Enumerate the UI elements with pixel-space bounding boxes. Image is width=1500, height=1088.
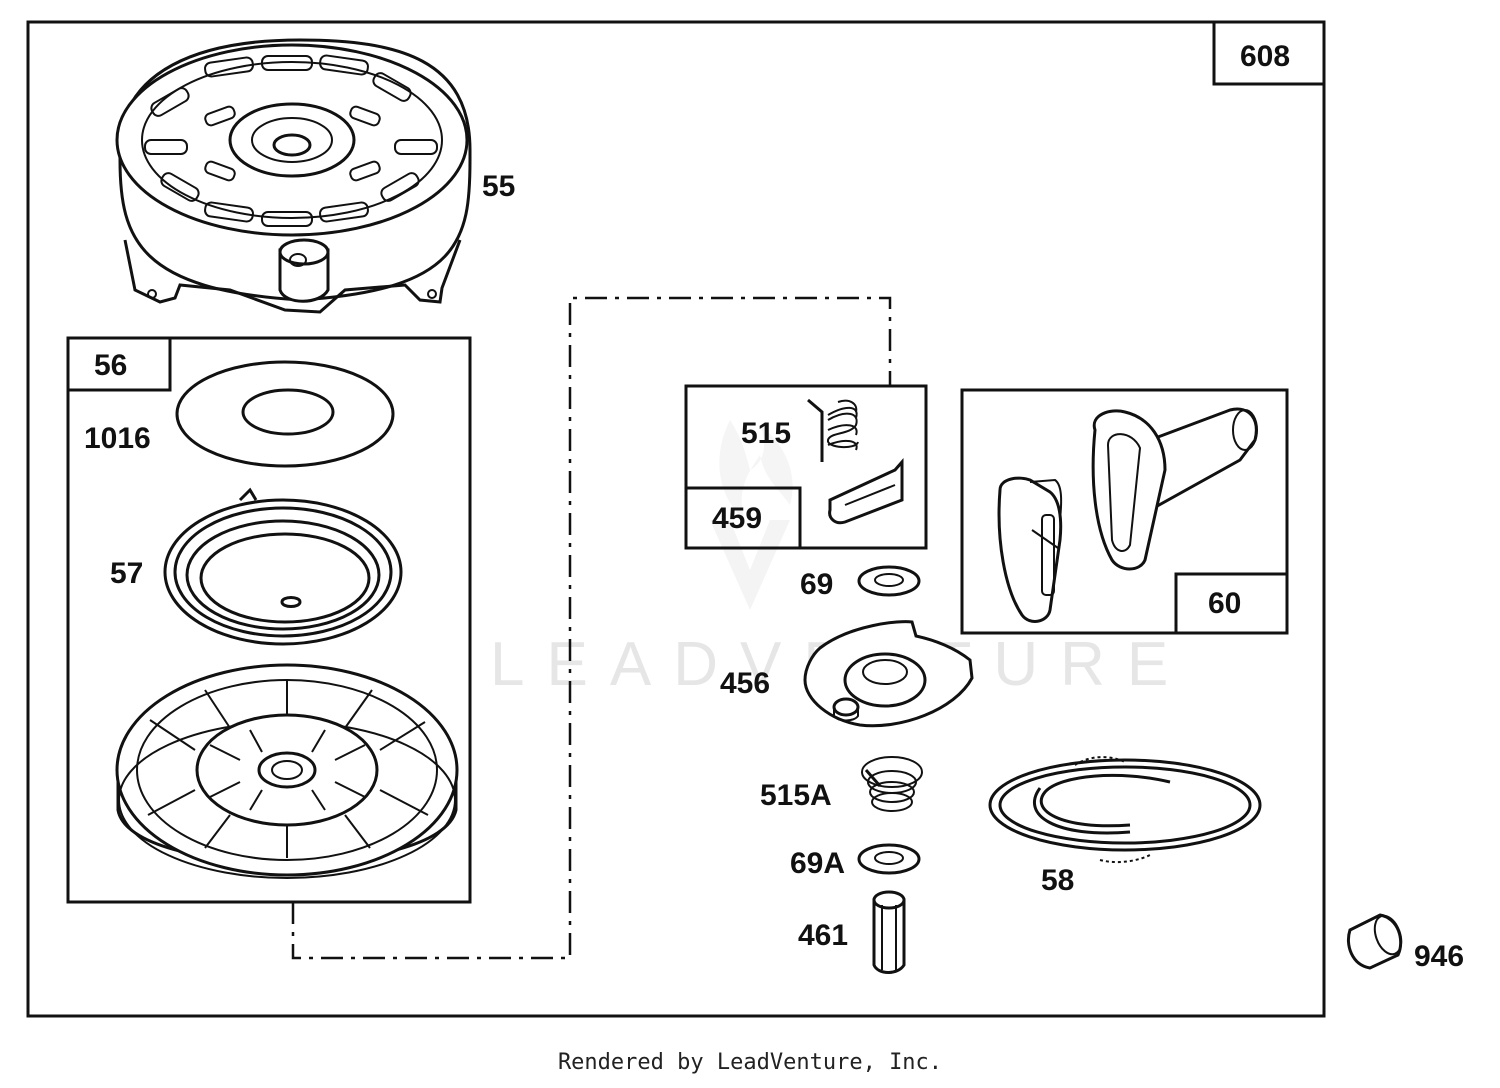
kit-60-number-box [1174, 572, 1289, 635]
part-56-pulley[interactable] [115, 663, 459, 879]
label-515a: 515A [760, 779, 832, 812]
part-461-retainer[interactable] [872, 890, 906, 974]
kit-56-frame [66, 336, 472, 904]
kit-60-frame [960, 388, 1289, 635]
label-946: 946 [1414, 940, 1464, 973]
label-515: 515 [741, 417, 791, 450]
footer-credit: Rendered by LeadVenture, Inc. [557, 1050, 943, 1075]
label-1016: 1016 [84, 422, 151, 455]
label-461: 461 [798, 919, 848, 952]
part-456-pawl-plate[interactable] [803, 620, 974, 728]
assembly-number: 608 [1240, 40, 1290, 73]
part-69-washer[interactable] [857, 565, 921, 597]
part-459-dog[interactable] [828, 458, 904, 525]
watermark-logo [710, 420, 793, 610]
label-69a: 69A [790, 847, 845, 880]
part-69a-washer[interactable] [857, 843, 921, 875]
label-459: 459 [712, 502, 762, 535]
part-515a-spring[interactable] [861, 756, 923, 812]
part-57-rewind-spring[interactable] [163, 487, 403, 646]
part-946-bushing[interactable] [1346, 912, 1406, 970]
label-69: 69 [800, 568, 833, 601]
part-515-spring[interactable] [807, 398, 859, 462]
kit-459-frame [684, 384, 928, 550]
label-58: 58 [1041, 864, 1074, 897]
part-58-starter-rope[interactable] [988, 756, 1262, 864]
label-57: 57 [110, 557, 143, 590]
kit-459-number-box [684, 486, 802, 550]
label-60: 60 [1208, 587, 1241, 620]
label-456: 456 [720, 667, 770, 700]
assembly-number-box [1212, 20, 1326, 86]
label-56: 56 [94, 349, 127, 382]
leader-line [291, 296, 892, 960]
part-55-blower-housing[interactable] [115, 38, 472, 314]
part-60-starter-handle[interactable] [997, 407, 1258, 623]
kit-56-number-box [66, 336, 172, 392]
label-55: 55 [482, 170, 515, 203]
part-1016-washer[interactable] [175, 360, 395, 468]
assembly-frame [26, 20, 1326, 1018]
